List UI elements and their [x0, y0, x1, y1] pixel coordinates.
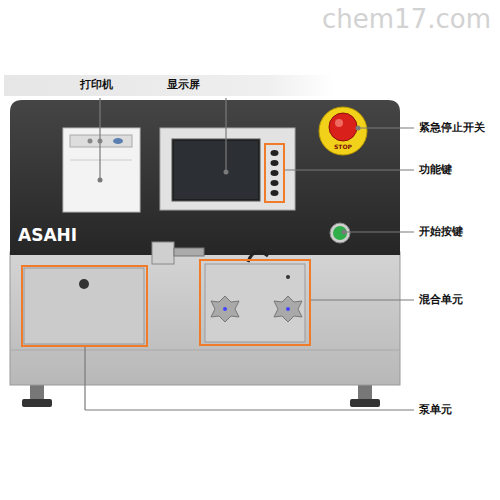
part-label: 功能键	[419, 163, 452, 176]
part-label: 打印机	[80, 78, 113, 91]
part-label: 开始按键	[419, 225, 463, 238]
part-label: 显示屏	[167, 78, 200, 91]
brand-logo: ASAHI	[18, 225, 77, 245]
button-text: STOP	[334, 143, 352, 150]
part-label: 紧急停止开关	[419, 121, 485, 134]
part-label: 混合单元	[419, 293, 463, 306]
watermark: chem17.com	[322, 4, 491, 35]
part-label: 泵单元	[419, 403, 452, 416]
